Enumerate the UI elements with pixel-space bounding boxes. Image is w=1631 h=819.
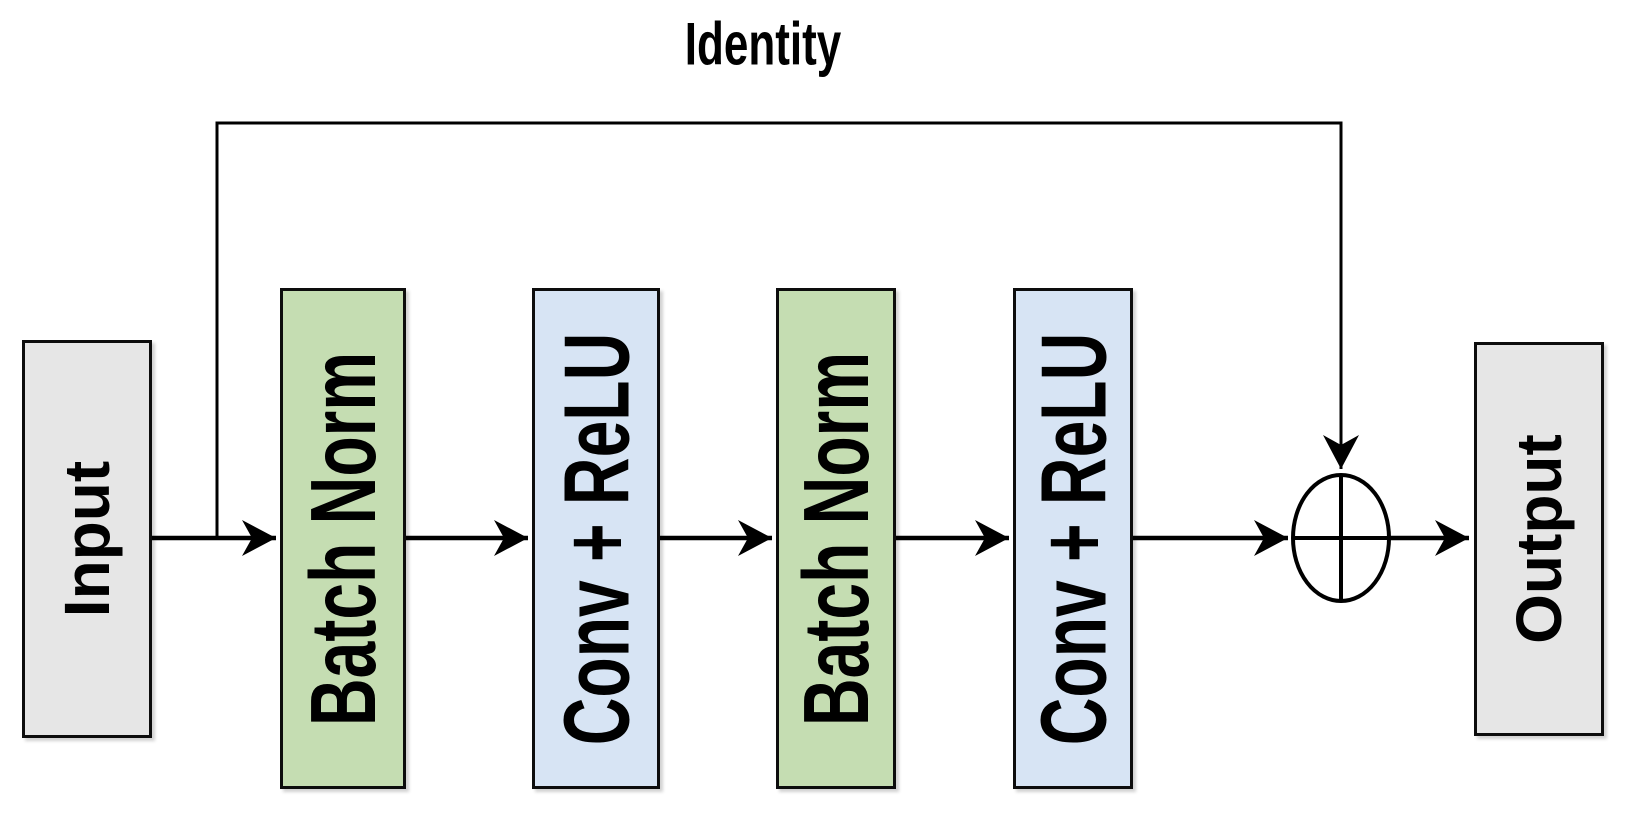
block-batch-norm-2-label: Batch Norm (784, 351, 888, 726)
block-input: Input (22, 340, 152, 738)
block-batch-norm-1: Batch Norm (280, 288, 406, 789)
identity-connector (215, 121, 1359, 538)
identity-label: Identity (684, 10, 842, 79)
block-batch-norm-1-label: Batch Norm (291, 351, 395, 726)
block-conv-relu-2-label: Conv + ReLU (1021, 332, 1125, 745)
plus-circle-icon (1291, 473, 1391, 603)
block-conv-relu-2: Conv + ReLU (1013, 288, 1133, 789)
block-output: Output (1474, 342, 1604, 736)
block-conv-relu-1: Conv + ReLU (532, 288, 660, 789)
block-conv-relu-1-label: Conv + ReLU (544, 332, 648, 745)
block-output-label: Output (1503, 434, 1575, 644)
block-input-label: Input (51, 460, 123, 618)
block-batch-norm-2: Batch Norm (776, 288, 896, 789)
